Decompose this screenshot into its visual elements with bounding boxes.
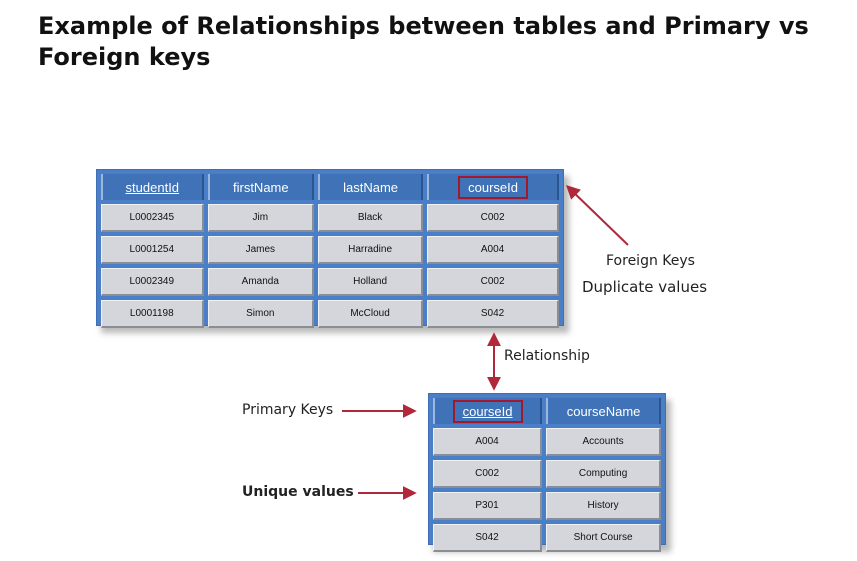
courses-col-courseid: courseId: [433, 398, 543, 424]
table-row: S042 Short Course: [433, 524, 661, 552]
table-cell: L0001254: [101, 236, 204, 264]
duplicate-values-label: Duplicate values: [582, 278, 708, 296]
relationship-label: Relationship: [504, 348, 590, 364]
students-col-lastname: lastName: [318, 174, 424, 200]
table-cell: Computing: [546, 460, 661, 488]
table-cell: Amanda: [207, 268, 314, 296]
table-row: C002 Computing: [433, 460, 661, 488]
students-col-firstname: firstName: [207, 174, 314, 200]
table-cell: McCloud: [318, 300, 424, 328]
students-col-courseid: courseId: [427, 174, 559, 200]
table-row: A004 Accounts: [433, 428, 661, 456]
table-cell: C002: [427, 268, 559, 296]
table-row: L0002349 Amanda Holland C002: [101, 268, 559, 296]
table-cell: Accounts: [546, 428, 661, 456]
table-cell: Harradine: [318, 236, 424, 264]
table-cell: Simon: [207, 300, 314, 328]
table-cell: Holland: [318, 268, 424, 296]
table-row: P301 History: [433, 492, 661, 520]
foreign-keys-label: Foreign Keys: [606, 253, 695, 269]
table-row: L0001254 James Harradine A004: [101, 236, 559, 264]
courses-table: courseId courseName A004 Accounts C002 C…: [428, 393, 666, 552]
table-cell: A004: [433, 428, 543, 456]
table-cell: A004: [427, 236, 559, 264]
table-cell: Jim: [207, 204, 314, 232]
unique-values-label: Unique values: [242, 484, 354, 500]
table-row: L0002345 Jim Black C002: [101, 204, 559, 232]
table-cell: L0002349: [101, 268, 204, 296]
table-cell: Short Course: [546, 524, 661, 552]
primary-keys-label: Primary Keys: [242, 402, 334, 418]
table-cell: C002: [427, 204, 559, 232]
table-row: L0001198 Simon McCloud S042: [101, 300, 559, 328]
table-cell: S042: [427, 300, 559, 328]
students-col-studentid: studentId: [101, 174, 204, 200]
courses-header-row: courseId courseName: [433, 398, 661, 424]
table-cell: P301: [433, 492, 543, 520]
foreign-key-highlight: courseId: [458, 175, 528, 199]
table-cell: C002: [433, 460, 543, 488]
students-table: studentId firstName lastName courseId L0…: [96, 169, 564, 328]
table-cell: L0002345: [101, 204, 204, 232]
students-header-row: studentId firstName lastName courseId: [101, 174, 559, 200]
courses-col-coursename: courseName: [546, 398, 661, 424]
table-cell: Black: [318, 204, 424, 232]
table-cell: S042: [433, 524, 543, 552]
foreign-key-arrow: [565, 185, 629, 246]
table-cell: L0001198: [101, 300, 204, 328]
primary-key-highlight: courseId: [452, 399, 523, 423]
page-title: Example of Relationships between tables …: [38, 12, 809, 71]
table-cell: James: [207, 236, 314, 264]
table-cell: History: [546, 492, 661, 520]
